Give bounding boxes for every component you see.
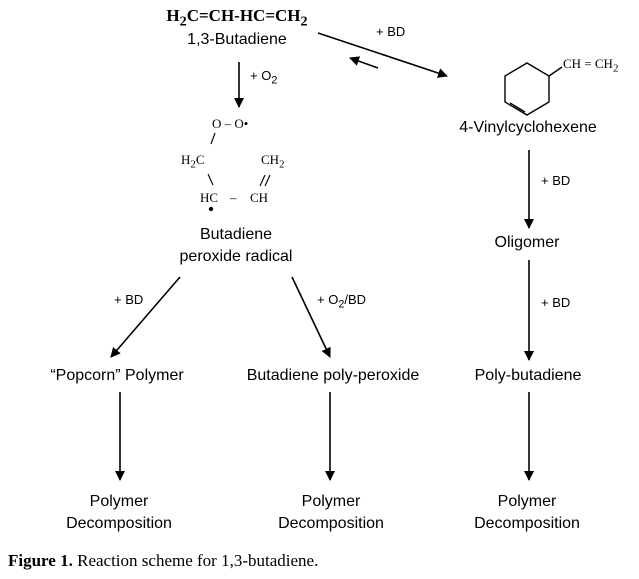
figure-caption-label: Figure 1. [8, 551, 73, 570]
peroxide-radical-line2: peroxide radical [179, 248, 293, 265]
polybutadiene: Poly-butadiene [474, 367, 582, 384]
arrow-bd-to-vinylcyclohexene [317, 32, 448, 78]
decomposition-1-line2: Decomposition [66, 515, 172, 532]
peroxide-dash: – [230, 190, 237, 205]
oligomer: Oligomer [494, 234, 560, 251]
arrow-radical-to-polyperoxide [291, 276, 331, 358]
butadiene-name: 1,3-Butadiene [187, 31, 287, 48]
cyclohexene-ring [504, 62, 563, 116]
arrow-radical-to-popcorn [110, 276, 181, 358]
label-plus-bd-popcorn: + BD [114, 292, 144, 307]
vinyl-substituent: CH = CH2 [563, 56, 619, 75]
label-plus-bd-polybutadiene: + BD [541, 295, 571, 310]
vinylcyclohexene-name: 4-Vinylcyclohexene [459, 119, 597, 136]
peroxide-bonds [207, 132, 271, 187]
butadiene-formula: H2C=CH-HC=CH2 [166, 6, 308, 30]
peroxide-h2c: H2C [181, 152, 205, 171]
figure-caption-text: Reaction scheme for 1,3-butadiene. [72, 551, 319, 570]
decomposition-2-line2: Decomposition [278, 515, 384, 532]
figure-caption: Figure 1. Reaction scheme for 1,3-butadi… [8, 551, 318, 571]
peroxide-ch2: CH2 [261, 152, 285, 171]
radical-dot [208, 206, 214, 212]
popcorn-polymer: “Popcorn” Polymer [50, 367, 184, 384]
peroxide-hc: HC [200, 190, 219, 205]
peroxide-ch: CH [250, 190, 269, 205]
peroxide-radical-line1: Butadiene [199, 226, 273, 243]
polyperoxide: Butadiene poly-peroxide [246, 367, 420, 384]
decomposition-1-line1: Polymer [89, 493, 149, 510]
label-plus-bd-vch: + BD [376, 24, 406, 39]
decomposition-2-line1: Polymer [301, 493, 361, 510]
label-plus-o2-bd: + O2/BD [317, 292, 367, 311]
label-plus-o2: + O2 [250, 68, 278, 87]
label-plus-bd-oligomer: + BD [541, 173, 571, 188]
decomposition-3-line2: Decomposition [474, 515, 580, 532]
arrow-vinylcyclohexene-to-bd-reverse [349, 56, 379, 69]
decomposition-3-line1: Polymer [497, 493, 557, 510]
peroxide-oo: O – O• [212, 116, 249, 131]
